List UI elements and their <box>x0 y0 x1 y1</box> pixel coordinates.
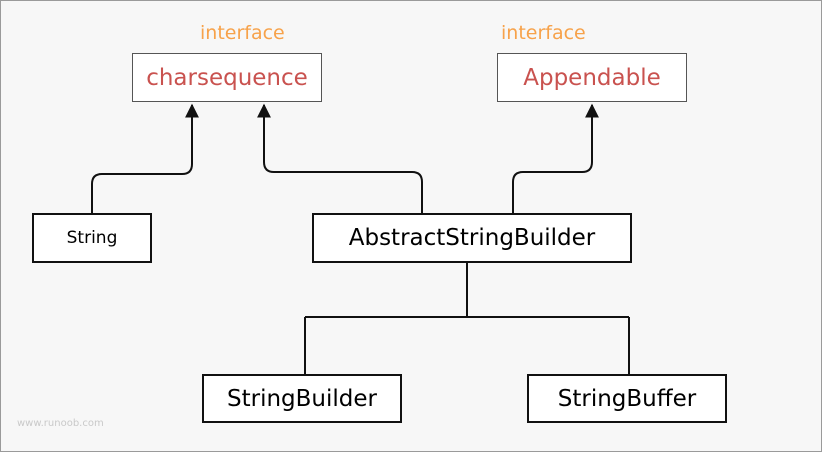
charsequence-interface-box: charsequence <box>132 53 322 102</box>
connector-string-to-charsequence <box>91 103 199 213</box>
charsequence-name: charsequence <box>146 64 308 91</box>
connector-asb-to-appendable <box>512 103 599 213</box>
watermark: www.runoob.com <box>17 418 104 429</box>
appendable-interface-box: Appendable <box>497 53 687 102</box>
string-builder-class-box: StringBuilder <box>202 374 402 423</box>
connector-asb-to-charsequence <box>257 103 423 213</box>
appendable-name: Appendable <box>523 64 661 91</box>
string-class-name: String <box>66 228 118 248</box>
connector-subclasses-to-asb <box>304 263 630 374</box>
string-class-box: String <box>32 213 152 263</box>
abstract-string-builder-class-name: AbstractStringBuilder <box>348 225 596 251</box>
string-buffer-class-name: StringBuffer <box>557 385 697 412</box>
string-buffer-class-box: StringBuffer <box>527 374 727 423</box>
abstract-string-builder-class-box: AbstractStringBuilder <box>312 213 632 263</box>
string-builder-class-name: StringBuilder <box>227 385 377 412</box>
charsequence-stereotype: interface <box>200 22 285 44</box>
appendable-stereotype: interface <box>501 22 586 44</box>
